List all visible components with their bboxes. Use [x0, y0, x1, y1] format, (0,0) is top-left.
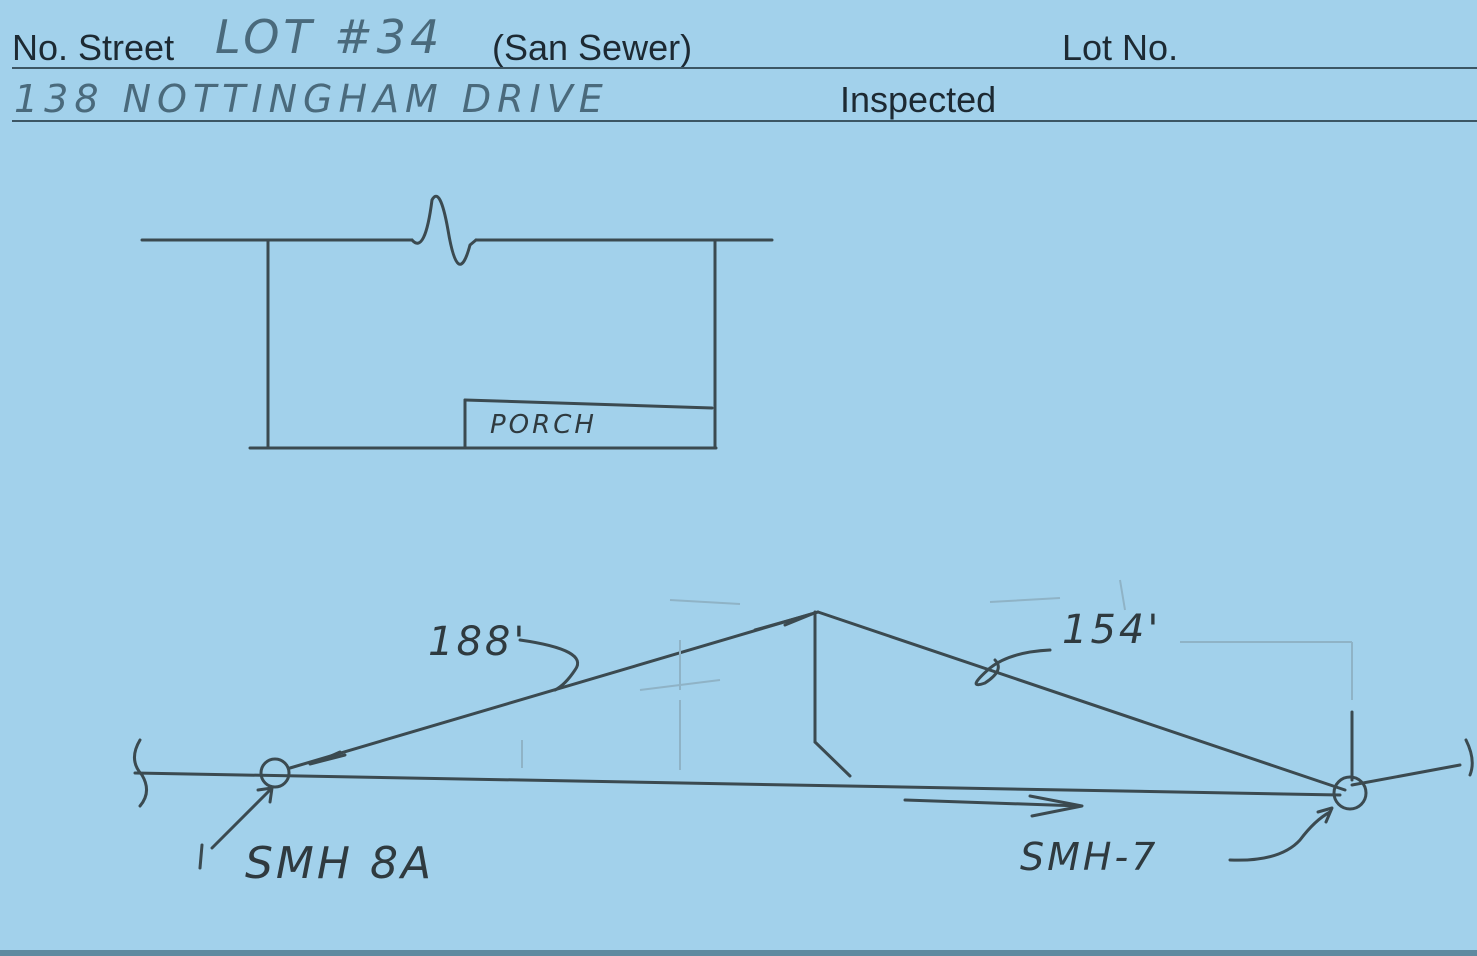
flow-arrow-head [1028, 794, 1084, 818]
leader-smh7 [1228, 806, 1334, 862]
manhole-7-circle [1332, 775, 1368, 811]
main-sewer-line [133, 771, 1342, 797]
arrow-head-8a [308, 750, 347, 766]
no-street-label: No. Street [12, 27, 175, 68]
distance-left-label: 188' [428, 619, 528, 665]
leader-smh8a [198, 786, 274, 870]
leader-154 [974, 648, 1052, 687]
porch-top [463, 398, 714, 410]
distance-right-label: 154' [1062, 607, 1162, 653]
right-edge-mark [1464, 738, 1474, 777]
main-line-extension [1350, 763, 1462, 787]
manhole-8a-circle [259, 757, 291, 789]
card-bottom-edge [0, 950, 1477, 956]
lateral-kink [813, 740, 852, 778]
leader-188 [518, 638, 580, 692]
header-rule-1 [12, 67, 1477, 69]
lot-no-label: Lot No. [1062, 27, 1179, 68]
arrow-head-188 [753, 612, 814, 632]
manhole-8a-label: SMH 8A [245, 838, 435, 889]
header-rule-2 [12, 120, 1477, 122]
lot-number-handwritten: LOT #34 [215, 10, 444, 64]
inspected-label: Inspected [840, 79, 997, 120]
flow-arrow-shaft [903, 798, 1082, 808]
break-symbol [410, 194, 478, 266]
left-break-mark [133, 738, 148, 808]
san-sewer-label: (San Sewer) [492, 27, 693, 68]
address-handwritten: 138 NOTTINGHAM DRIVE [14, 77, 609, 121]
manhole-7-label: SMH-7 [1020, 835, 1159, 879]
porch-label: PORCH [490, 410, 597, 440]
tie-line-154 [816, 610, 1347, 792]
